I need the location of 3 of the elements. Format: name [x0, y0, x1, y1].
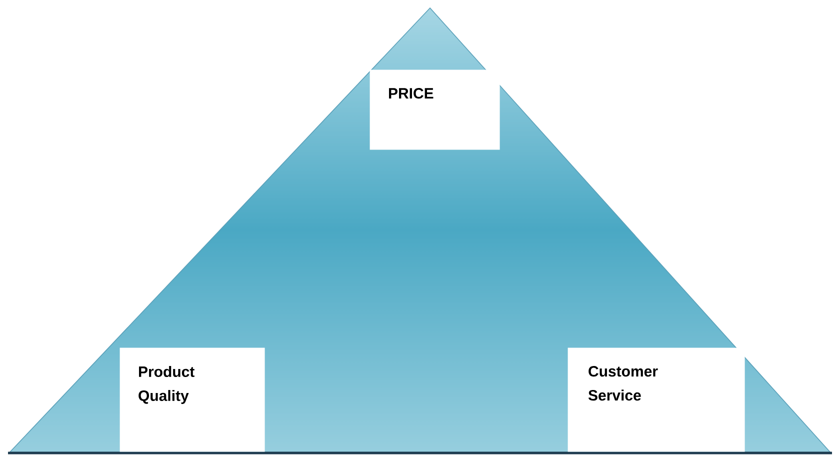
label-box: Customer Service — [568, 348, 745, 452]
label-box: PRICE — [370, 70, 500, 150]
label-box: Product Quality — [120, 348, 265, 452]
